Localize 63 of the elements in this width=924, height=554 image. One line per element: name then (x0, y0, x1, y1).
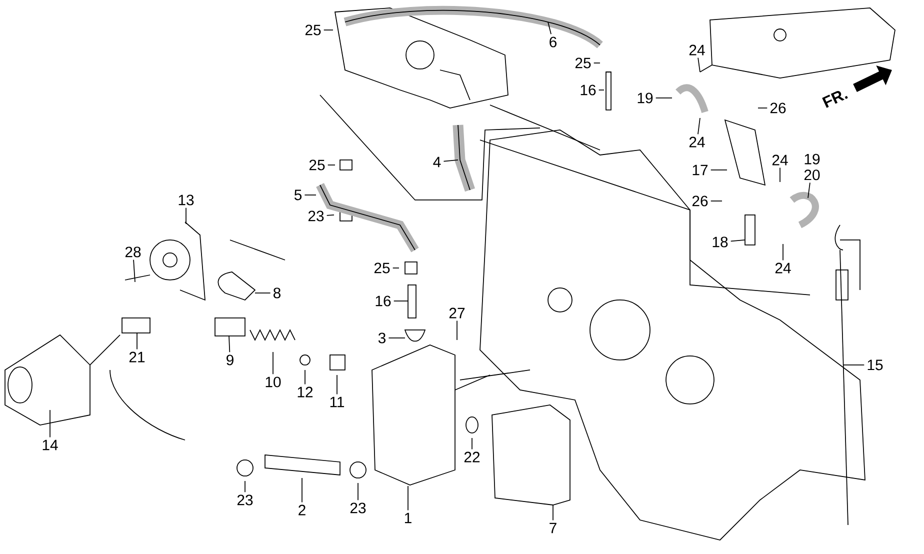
callout-number: 4 (433, 156, 441, 168)
leader-line (730, 240, 746, 242)
callout-number: 24 (775, 262, 791, 274)
callout-number: 17 (692, 164, 708, 176)
leader-line (782, 244, 784, 261)
leader-line (393, 300, 408, 302)
direction-label: FR. (822, 91, 848, 108)
leader-line (552, 504, 554, 521)
leader-line (548, 22, 552, 35)
callout-number: 25 (309, 160, 325, 170)
leader-line (456, 320, 458, 340)
callout-number: 24 (772, 154, 788, 166)
callout-number: 26 (770, 102, 786, 114)
callout-number: 23 (308, 210, 324, 222)
leader-line (808, 182, 810, 198)
callout-number: 18 (712, 236, 728, 248)
callout-number: 15 (868, 360, 883, 370)
callout-number: 23 (237, 494, 253, 506)
callout-number: 27 (449, 308, 465, 318)
callout-number: 19 (638, 92, 653, 104)
leader-line (842, 364, 865, 366)
callout-number: 10 (266, 376, 281, 388)
callout-number: 19 20 (804, 154, 820, 180)
callout-number: 3 (378, 332, 386, 344)
callout-number: 25 (374, 262, 390, 274)
leader-line (593, 62, 600, 64)
leader-line (304, 194, 316, 196)
leader-line (136, 332, 138, 350)
callout-number: 16 (580, 84, 596, 96)
leader-line (228, 336, 230, 353)
leader-line (326, 214, 334, 216)
callout-number: 22 (464, 452, 480, 462)
callout-number: 25 (305, 24, 321, 36)
callout-number: 24 (689, 136, 705, 148)
leader-line (244, 480, 246, 493)
callout-number: 24 (689, 44, 705, 56)
leader-line (443, 160, 458, 162)
leader-line (327, 164, 336, 166)
callout-number: 6 (550, 36, 556, 48)
callout-number: 16 (376, 296, 391, 306)
callout-number: 7 (550, 522, 556, 534)
callout-number: 21 (129, 352, 145, 362)
callout-number: 9 (226, 354, 234, 366)
callout-number: 5 (294, 190, 302, 200)
leader-line (698, 57, 700, 72)
leader-line (133, 259, 136, 282)
leader-line (304, 370, 306, 385)
callout-number: 28 (125, 246, 141, 258)
callout-number: 12 (298, 386, 313, 398)
leader-line (710, 200, 722, 202)
callout-number: 23 (350, 502, 366, 514)
leader-line (254, 292, 271, 294)
callout-number: 14 (42, 440, 58, 450)
leader-line (336, 374, 338, 395)
callout-number: 25 (575, 58, 591, 68)
callout-number: 11 (330, 396, 344, 408)
callout-number: 26 (692, 196, 708, 206)
callout-number: 1 (404, 512, 412, 524)
callout-number: 13 (178, 194, 194, 206)
callout-number: 8 (274, 288, 281, 298)
leader-line (698, 118, 700, 135)
leader-line (272, 352, 274, 375)
callout-number: 2 (298, 504, 306, 516)
